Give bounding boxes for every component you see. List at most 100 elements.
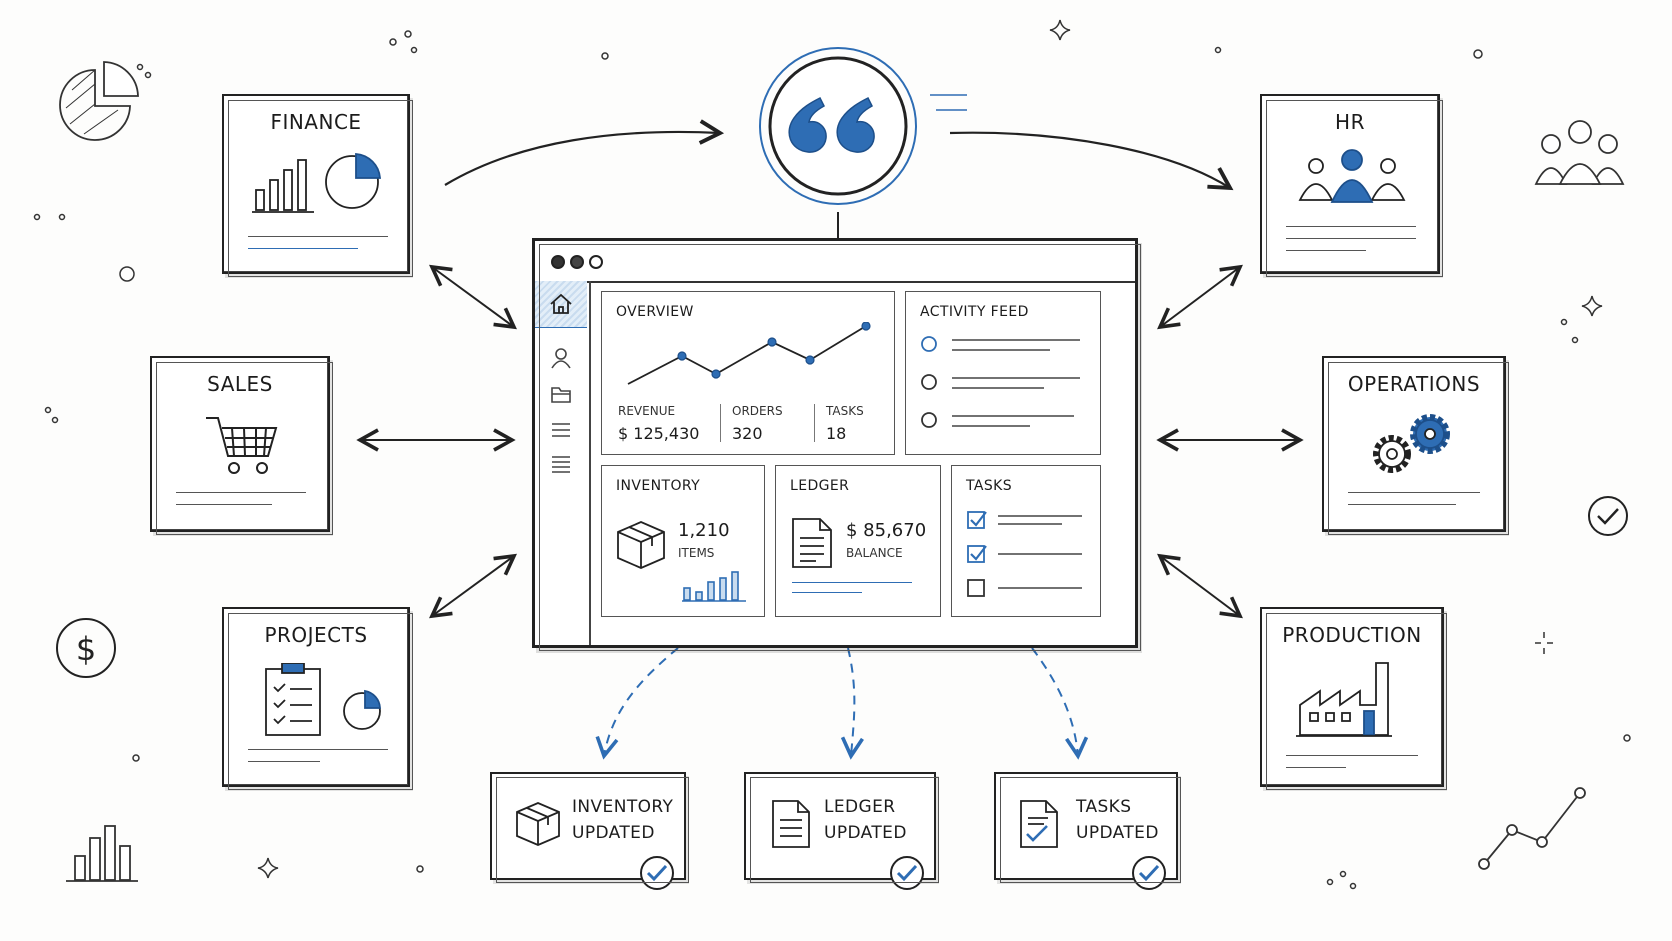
arrow-production-window <box>1157 553 1243 619</box>
tasks-updated-card: TASKS UPDATED <box>994 772 1181 890</box>
quote-icon <box>759 47 967 205</box>
bar-chart-doodle-icon <box>66 825 138 882</box>
activity-item-icon <box>921 412 937 428</box>
activity-item-icon <box>921 374 937 390</box>
shopping-cart-icon <box>206 417 278 474</box>
sparkle-decorations <box>33 19 1631 890</box>
arrow-hr-window <box>1157 264 1243 330</box>
tasks-document-check-icon <box>1020 800 1058 848</box>
tasks-title: TASKS <box>966 478 1012 494</box>
factory-icon <box>1296 662 1392 737</box>
ledger-document-icon <box>792 518 832 568</box>
ledger-unit: BALANCE <box>846 546 903 560</box>
ledger-updated-line2: UPDATED <box>824 823 907 843</box>
sidebar-folder[interactable] <box>535 371 587 417</box>
svg-text:$: $ <box>76 630 96 668</box>
list-icon <box>552 423 570 437</box>
ledger-panel: LEDGER $ 85,670 BALANCE <box>775 465 941 617</box>
task-checkbox-unchecked[interactable] <box>967 579 985 597</box>
clipboard-checklist-icon <box>265 663 381 736</box>
module-card-operations[interactable]: OPERATIONS <box>1322 356 1509 535</box>
sidebar-user[interactable] <box>535 335 587 381</box>
home-icon <box>550 293 572 314</box>
revenue-value: $ 125,430 <box>618 424 700 443</box>
window-minimize-dot[interactable] <box>570 255 584 269</box>
inventory-mini-bars <box>682 571 746 602</box>
orders-value: 320 <box>732 424 763 443</box>
module-title-operations: OPERATIONS <box>1347 372 1481 396</box>
tasks-label: TASKS <box>826 404 864 418</box>
chart-point <box>711 369 721 379</box>
revenue-label: REVENUE <box>618 404 676 418</box>
tasks-value: 18 <box>826 424 847 443</box>
task-checkbox-checked[interactable] <box>967 545 985 563</box>
orders-label: ORDERS <box>732 404 783 418</box>
overview-line-chart <box>627 322 871 385</box>
module-title-production: PRODUCTION <box>1282 623 1422 647</box>
module-card-hr[interactable]: HR <box>1260 94 1443 277</box>
sidebar-list[interactable] <box>535 407 587 453</box>
ledger-title: LEDGER <box>790 478 850 494</box>
activity-feed-title: ACTIVITY FEED <box>920 304 1029 320</box>
ledger-updated-line1: LEDGER <box>824 797 896 817</box>
folder-icon <box>551 387 571 403</box>
inventory-box-icon <box>617 521 665 569</box>
module-title-finance: FINANCE <box>270 110 362 134</box>
dashed-arrow-ledger <box>840 647 864 760</box>
sidebar-home[interactable] <box>535 281 587 328</box>
window-maximize-dot[interactable] <box>589 255 603 269</box>
overview-title: OVERVIEW <box>616 304 694 320</box>
module-card-production[interactable]: PRODUCTION <box>1260 607 1447 790</box>
menu-icon <box>552 456 570 473</box>
arrow-finance-to-quote <box>444 119 725 186</box>
gears-icon <box>1373 414 1450 473</box>
inventory-title: INVENTORY <box>616 478 701 494</box>
inventory-panel: INVENTORY 1,210 ITEMS <box>601 465 765 617</box>
overview-panel: OVERVIEW REVENUE $ 125,430 ORDERS 320 TA… <box>601 291 895 455</box>
module-title-hr: HR <box>1335 110 1365 134</box>
user-icon <box>551 348 571 369</box>
module-card-sales[interactable]: SALES <box>150 356 333 535</box>
finance-chart-icon <box>252 153 381 213</box>
chart-point <box>861 322 871 331</box>
check-circle-icon <box>1132 856 1166 890</box>
tasks-updated-line1: TASKS <box>1076 797 1132 817</box>
window-close-dot[interactable] <box>551 255 565 269</box>
tasks-panel: TASKS <box>951 465 1101 617</box>
people-doodle-icon <box>1534 120 1625 185</box>
activity-item-icon <box>921 336 937 352</box>
dashboard-window: OVERVIEW REVENUE $ 125,430 ORDERS 320 TA… <box>532 238 1141 651</box>
inventory-updated-card: INVENTORY UPDATED <box>490 772 689 890</box>
dashed-arrow-inventory <box>595 647 679 760</box>
dashboard-sidebar <box>535 281 591 645</box>
line-graph-doodle-icon <box>1478 787 1586 870</box>
chart-point <box>677 351 687 361</box>
arrow-quote-to-hr <box>949 131 1234 191</box>
dollar-doodle-icon: $ <box>56 618 116 678</box>
inventory-updated-line2: UPDATED <box>572 823 655 843</box>
inventory-value: 1,210 <box>678 520 730 541</box>
ledger-document-icon <box>772 800 810 848</box>
ledger-value: $ 85,670 <box>846 520 927 541</box>
sidebar-menu[interactable] <box>535 441 587 487</box>
tasks-checklist <box>967 511 1082 597</box>
window-titlebar <box>535 241 1135 283</box>
pie-chart-doodle-icon <box>59 61 139 141</box>
chart-point <box>805 355 815 365</box>
check-circle-icon <box>640 856 674 890</box>
tasks-updated-line2: UPDATED <box>1076 823 1159 843</box>
inventory-unit: ITEMS <box>678 546 715 560</box>
module-card-finance[interactable]: FINANCE <box>222 94 413 277</box>
ledger-updated-card: LEDGER UPDATED <box>744 772 939 890</box>
check-circle-icon <box>890 856 924 890</box>
task-checkbox-checked[interactable] <box>967 511 985 529</box>
module-card-projects[interactable]: PROJECTS <box>222 607 413 790</box>
checkmark-doodle-icon <box>1588 496 1628 536</box>
activity-feed-list <box>921 336 1080 428</box>
inventory-box-icon <box>516 802 560 846</box>
inventory-updated-line1: INVENTORY <box>572 797 674 817</box>
dashed-arrow-tasks <box>1031 647 1089 760</box>
team-people-icon <box>1298 149 1406 203</box>
arrow-projects-window <box>429 553 517 619</box>
